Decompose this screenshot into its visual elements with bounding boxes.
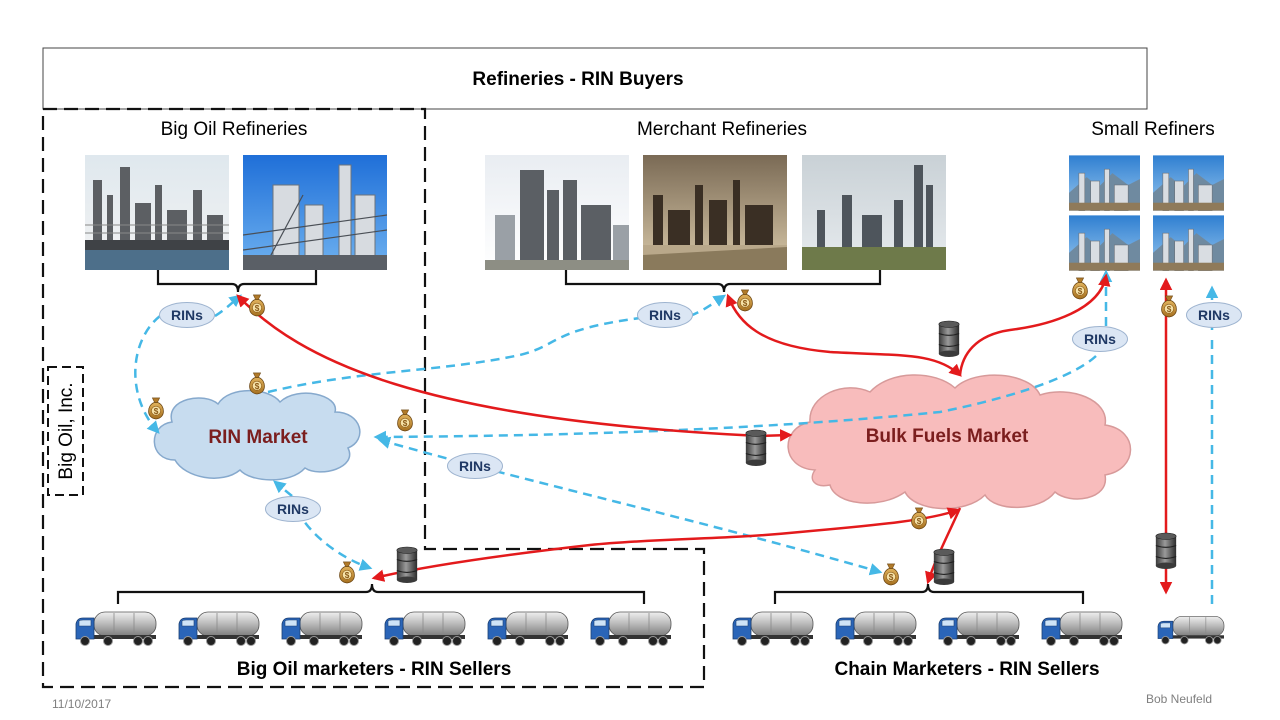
money-bag-icon bbox=[883, 563, 899, 586]
merchant-refineries-label: Merchant Refineries bbox=[637, 119, 807, 140]
rins-label: RINs bbox=[277, 501, 309, 517]
refinery-photo bbox=[1069, 155, 1140, 211]
rins-label: RINs bbox=[649, 307, 681, 323]
big-oil-marketers-label: Big Oil marketers - RIN Sellers bbox=[237, 659, 512, 680]
refinery-photo bbox=[643, 155, 787, 270]
rins-oval: RINs bbox=[637, 302, 693, 328]
refinery-photo bbox=[1153, 155, 1224, 211]
oil-barrel-icon bbox=[933, 548, 955, 586]
rins-label: RINs bbox=[459, 458, 491, 474]
rins-oval: RINs bbox=[1072, 326, 1128, 352]
oil-barrel-icon bbox=[745, 429, 767, 467]
footer-author: Bob Neufeld bbox=[1146, 692, 1213, 706]
refinery-photo bbox=[243, 155, 387, 270]
rins-oval: RINs bbox=[159, 302, 215, 328]
rins-label: RINs bbox=[1198, 307, 1230, 323]
money-bag-icon bbox=[1072, 277, 1088, 300]
header-title: Refineries - RIN Buyers bbox=[472, 69, 683, 90]
money-bag-icon bbox=[148, 397, 164, 420]
refinery-photo bbox=[1153, 215, 1224, 271]
oil-barrel-icon bbox=[1155, 532, 1177, 570]
rins-label: RINs bbox=[1084, 331, 1116, 347]
refinery-photo bbox=[802, 155, 946, 270]
tanker-truck-icon bbox=[732, 611, 814, 646]
tanker-truck-icon bbox=[384, 611, 466, 646]
chain-marketers-label: Chain Marketers - RIN Sellers bbox=[834, 659, 1099, 680]
money-bag-icon bbox=[911, 507, 927, 530]
header-box bbox=[42, 47, 1148, 110]
refinery-photo bbox=[485, 155, 629, 270]
money-flows bbox=[236, 273, 1173, 595]
tanker-truck-icon bbox=[281, 611, 363, 646]
oil-barrel-icon bbox=[938, 320, 960, 358]
money-bag-icon bbox=[339, 561, 355, 584]
rins-oval: RINs bbox=[1186, 302, 1242, 328]
rins-oval: RINs bbox=[265, 496, 321, 522]
big-oil-inc-label: Big Oil, Inc. bbox=[56, 382, 77, 479]
tanker-truck-icon bbox=[835, 611, 917, 646]
footer-date: 11/10/2017 bbox=[52, 697, 112, 711]
money-bag-icon bbox=[249, 372, 265, 395]
tanker-truck-icon bbox=[1041, 611, 1123, 646]
tanker-truck-icon bbox=[1157, 615, 1225, 645]
rins-oval: RINs bbox=[447, 453, 503, 479]
rins-label: RINs bbox=[171, 307, 203, 323]
refinery-photo bbox=[1069, 215, 1140, 271]
money-bag-icon bbox=[397, 409, 413, 432]
big-oil-inc-box bbox=[47, 366, 84, 496]
tanker-truck-icon bbox=[590, 611, 672, 646]
money-bag-icon bbox=[1161, 295, 1177, 318]
tanker-truck-icon bbox=[75, 611, 157, 646]
tanker-truck-icon bbox=[938, 611, 1020, 646]
bulk-fuels-market-label: Bulk Fuels Market bbox=[866, 426, 1029, 447]
rin-market-label: RIN Market bbox=[208, 427, 308, 448]
refinery-photo bbox=[85, 155, 229, 270]
big-oil-refineries-label: Big Oil Refineries bbox=[161, 119, 308, 140]
money-bag-icon bbox=[249, 294, 265, 317]
money-bag-icon bbox=[737, 289, 753, 312]
small-refiners-label: Small Refiners bbox=[1091, 119, 1215, 140]
oil-barrel-icon bbox=[396, 546, 418, 584]
tanker-truck-icon bbox=[178, 611, 260, 646]
tanker-truck-icon bbox=[487, 611, 569, 646]
